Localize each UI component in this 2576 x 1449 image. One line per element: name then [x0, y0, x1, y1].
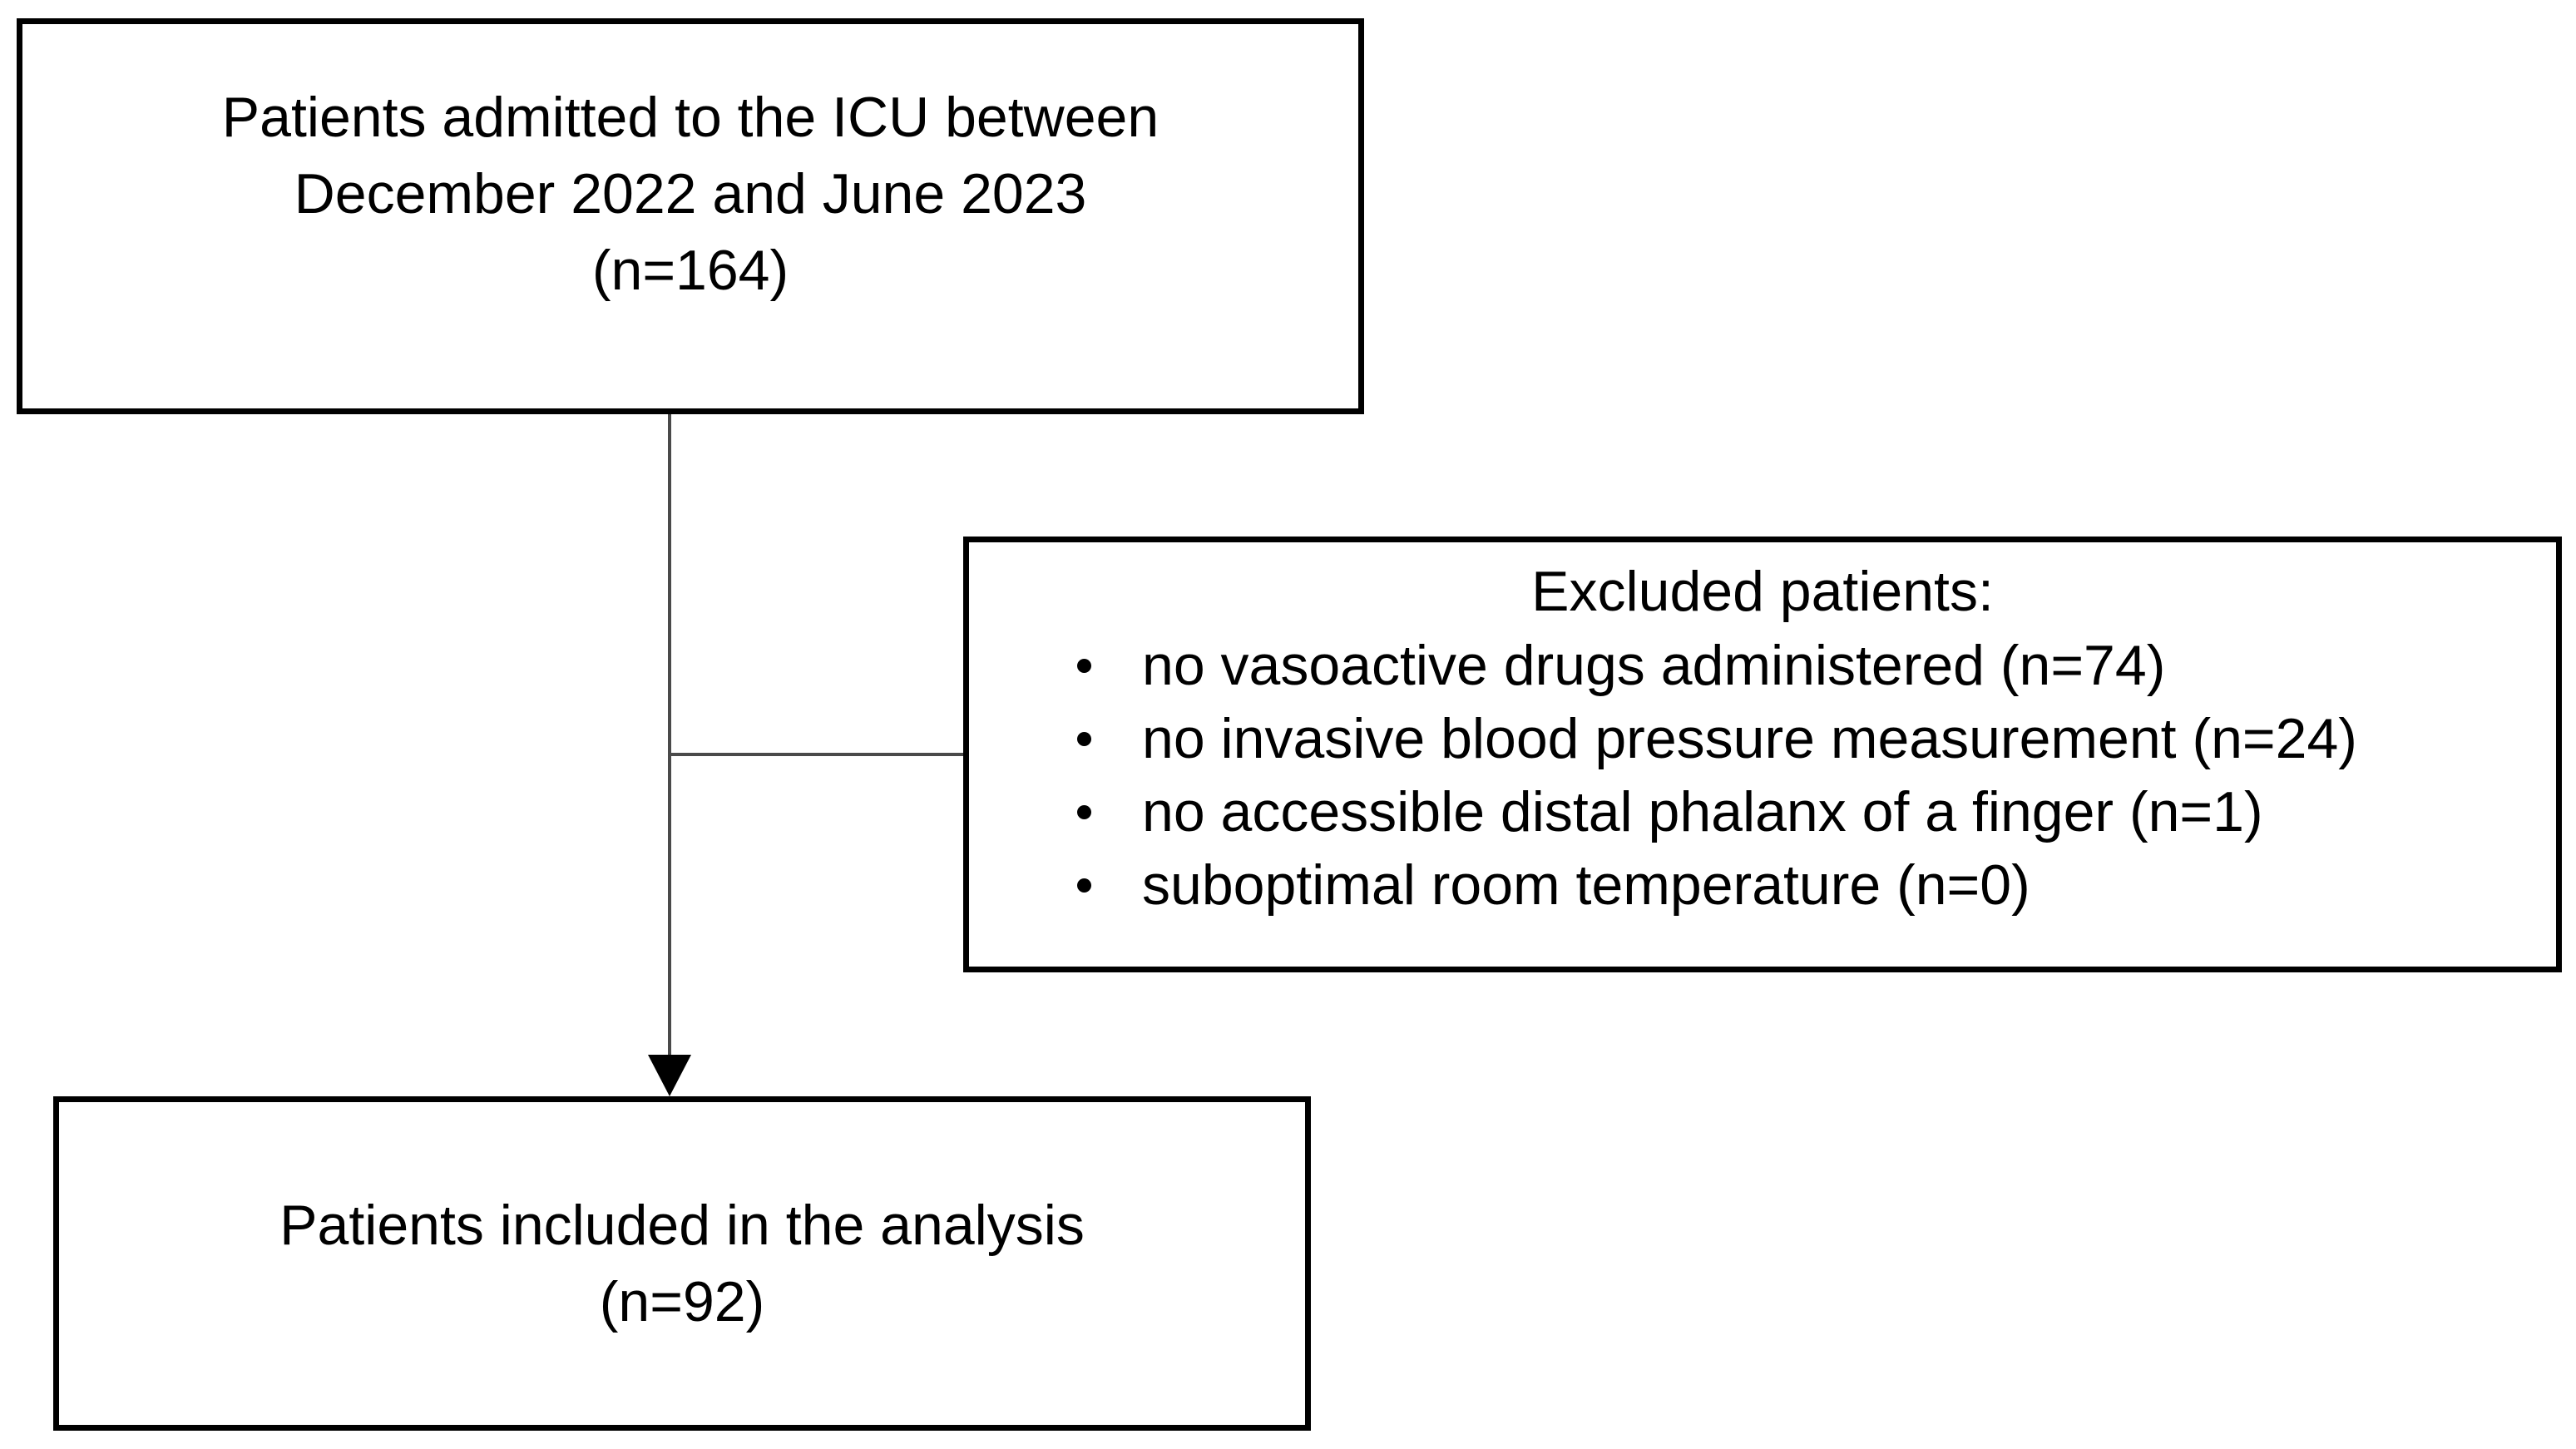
excluded-box-title: Excluded patients:	[1531, 560, 1994, 623]
bullet-icon	[1077, 878, 1091, 893]
excluded-list-item: no vasoactive drugs administered (n=74)	[1077, 629, 2523, 702]
admitted-box-line-2: December 2022 and June 2023	[294, 161, 1087, 225]
excluded-item-text: no accessible distal phalanx of a finger…	[1142, 780, 2263, 843]
excluded-item-text: suboptimal room temperature (n=0)	[1142, 853, 2030, 917]
excluded-item-text: no vasoactive drugs administered (n=74)	[1142, 634, 2166, 697]
included-box-count: (n=92)	[599, 1270, 765, 1333]
included-patients-box: Patients included in the analysis (n=92)	[53, 1096, 1311, 1431]
admitted-patients-box: Patients admitted to the ICU between Dec…	[17, 18, 1364, 414]
bullet-icon	[1077, 658, 1091, 673]
arrow-down-icon	[648, 1055, 691, 1096]
excluded-patients-box: Excluded patients: no vasoactive drugs a…	[963, 537, 2562, 972]
flow-connector-horizontal-line	[670, 753, 965, 756]
admitted-box-count: (n=164)	[591, 238, 789, 302]
excluded-list-item: no invasive blood pressure measurement (…	[1077, 702, 2523, 775]
included-box-line-1: Patients included in the analysis	[279, 1194, 1085, 1257]
excluded-list-item: suboptimal room temperature (n=0)	[1077, 848, 2523, 922]
bullet-icon	[1077, 804, 1091, 819]
excluded-list-item: no accessible distal phalanx of a finger…	[1077, 775, 2523, 848]
bullet-icon	[1077, 731, 1091, 746]
excluded-item-text: no invasive blood pressure measurement (…	[1142, 707, 2357, 770]
excluded-reasons-list: no vasoactive drugs administered (n=74) …	[1077, 629, 2523, 922]
flow-connector-vertical-line	[668, 414, 671, 1060]
admitted-box-line-1: Patients admitted to the ICU between	[221, 85, 1159, 149]
